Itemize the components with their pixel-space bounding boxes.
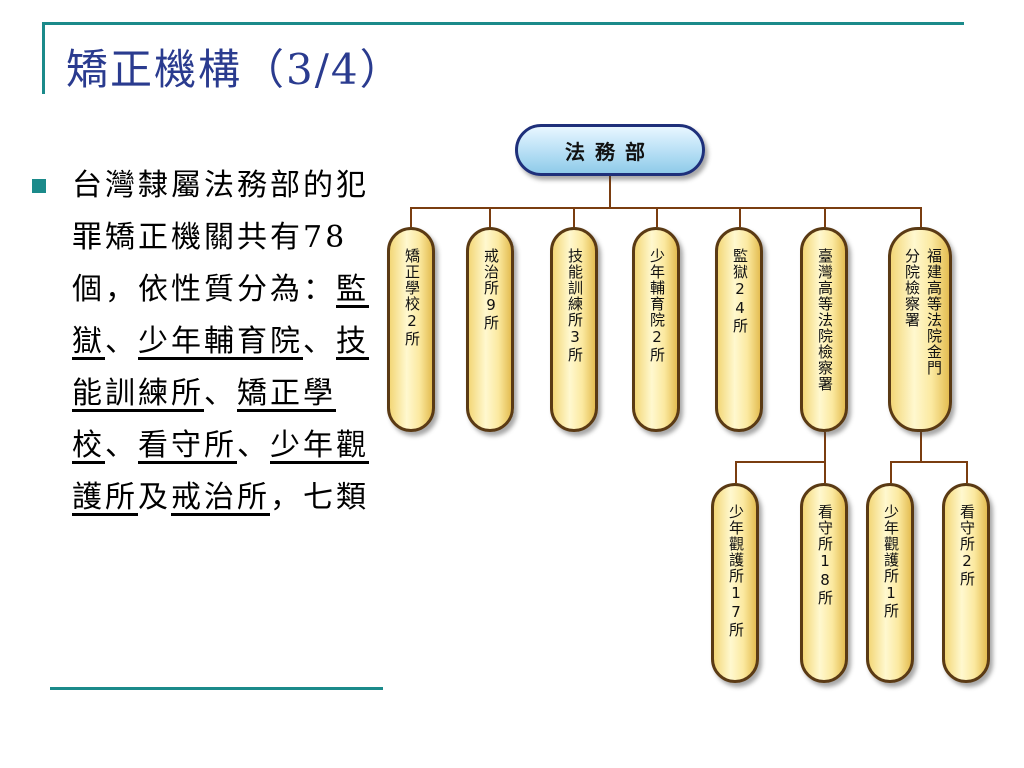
org-node-prison: 監獄24所 [715,227,763,432]
term-juvenile-detention-house: 少年觀護所 [72,428,369,515]
text-sep: 、 [237,428,270,463]
text-sep: 、 [105,324,138,359]
connector-fujian-bar [890,461,968,463]
org-node-label: 看守所18所 [816,504,834,606]
org-node-label: 戒治所9所 [482,248,500,331]
connector-drop [410,207,412,227]
connector-level1-bar [410,207,922,209]
org-node-label: 少年觀護所17所 [727,504,745,638]
org-node-label: 監獄24所 [731,248,749,334]
term-juvenile-reform-school: 少年輔育院 [138,324,303,359]
connector-drop [735,461,737,483]
org-node-label: 看守所2所 [958,504,976,587]
connector-drop [890,461,892,483]
connector-drop [824,207,826,227]
text-intro: 台灣隸屬法務部的犯罪矯正機關共有78個，依性質分為： [72,168,369,307]
org-node-correctional-school: 矯正學校2所 [387,227,435,432]
term-detention-center: 看守所 [138,428,237,463]
term-prison: 監獄 [72,272,369,359]
connector-drop [489,207,491,227]
org-node-label: 少年輔育院2所 [648,248,666,363]
term-correctional-school: 矯正學校 [72,376,336,463]
org-node-skill-training-center: 技能訓練所3所 [550,227,598,432]
org-node-label: 矯正學校2所 [403,248,421,347]
org-node-label: 少年觀護所1所 [882,504,900,619]
text-sep: 、 [204,376,237,411]
org-node-juvenile-reform-school: 少年輔育院2所 [632,227,680,432]
connector-taiwan-down [824,432,826,462]
term-drug-abuser-treatment-center: 戒治所 [171,480,270,515]
connector-drop [920,207,922,227]
term-skill-training-center: 技能訓練所 [72,324,369,411]
org-node-label: 臺灣高等法院檢察署 [816,248,834,392]
text-sep: 、 [105,428,138,463]
org-node-juvenile-detention-house-taiwan: 少年觀護所17所 [711,483,759,683]
connector-root-down [609,176,611,208]
org-node-detention-center-taiwan: 看守所18所 [800,483,848,683]
slide-title: 矯正機構（3/4） [66,45,404,94]
connector-drop [573,207,575,227]
org-node-label: 分院檢察署 [903,248,921,328]
footer-rule [50,687,383,690]
connector-drop [966,461,968,483]
connector-drop [824,461,826,483]
org-node-drug-treatment-center: 戒治所9所 [466,227,514,432]
bullet-text: 台灣隸屬法務部的犯罪矯正機關共有78個，依性質分為：監獄、少年輔育院、技能訓練所… [72,160,372,524]
title-rule [42,22,964,25]
text-sep: 、 [303,324,336,359]
org-node-label: 技能訓練所3所 [566,248,584,363]
connector-taiwan-bar [735,461,826,463]
org-node-label: 福建高等法院金門 [925,248,943,376]
text-and: 及 [138,480,171,515]
org-node-taiwan-high-prosecutors-office: 臺灣高等法院檢察署 [800,227,848,432]
connector-drop [739,207,741,227]
connector-fujian-down [920,432,922,462]
org-node-juvenile-detention-house-fujian: 少年觀護所1所 [866,483,914,683]
org-root-ministry-of-justice: 法務部 [515,124,705,176]
title-side-bar [42,22,45,94]
org-node-fujian-kinmen-prosecutors-office: 福建高等法院金門 分院檢察署 [888,227,952,432]
text-end: ，七類 [270,480,369,515]
org-node-detention-center-fujian: 看守所2所 [942,483,990,683]
bullet-square-icon [32,179,46,193]
connector-drop [656,207,658,227]
